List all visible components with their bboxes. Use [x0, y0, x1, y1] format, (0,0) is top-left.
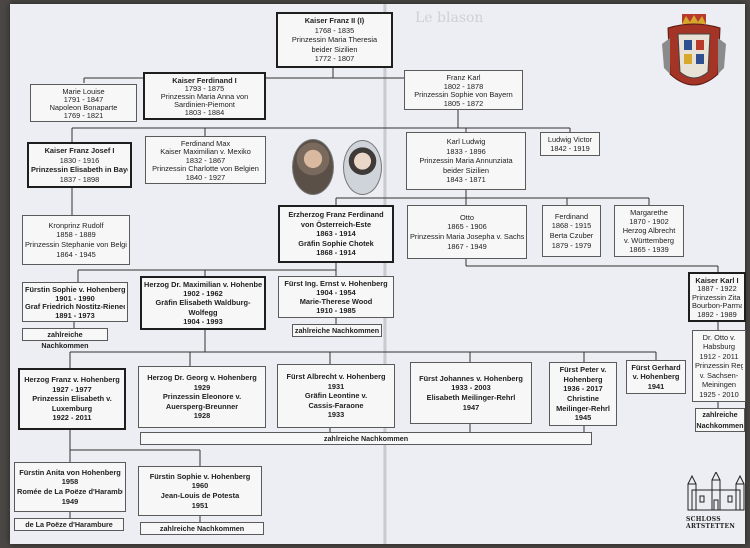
ghost-page-title: Le blason: [415, 10, 484, 26]
tag-otto-descendants: zahlreiche Nachkommen: [695, 408, 745, 432]
castle-artstetten-icon: [687, 472, 745, 511]
box-peter-hohenberg: Fürst Peter v. Hohenberg 1936 - 2017 Chr…: [549, 362, 617, 426]
box-sophie2-hohenberg: Fürstin Sophie v. Hohenberg 1960 Jean-Lo…: [138, 466, 262, 516]
box-kaiser-franz-2: Kaiser Franz II (I) 1768 - 1835 Prinzess…: [276, 12, 393, 68]
tag-ernst-descendants: zahlreiche Nachkommen: [292, 324, 382, 337]
box-sophie-hohenberg: Fürstin Sophie v. Hohenberg 1901 - 1990 …: [22, 282, 128, 322]
box-otto-habsburg: Dr. Otto v. Habsburg 1912 - 2011 Prinzes…: [692, 330, 746, 402]
box-ernst-hohenberg: Fürst Ing. Ernst v. Hohenberg 1904 - 195…: [278, 276, 394, 318]
box-kaiser-karl-1: Kaiser Karl I 1887 - 1922 Prinzessin Zit…: [688, 272, 746, 322]
box-ludwig-victor: Ludwig Victor 1842 - 1919: [540, 132, 600, 156]
box-margarethe: Margarethe 1870 - 1902 Herzog Albrecht v…: [614, 205, 684, 257]
box-johannes-hohenberg: Fürst Johannes v. Hohenberg 1933 - 2003 …: [410, 362, 532, 424]
coat-of-arms-icon: [662, 14, 726, 86]
box-anita-hohenberg: Fürstin Anita von Hohenberg 1958 Romée d…: [14, 462, 126, 512]
box-albrecht-hohenberg: Fürst Albrecht v. Hohenberg 1931 Gräfin …: [277, 364, 395, 428]
tag-harambure: de La Poëze d'Harambure: [14, 518, 124, 531]
box-maximilian-hohenberg: Herzog Dr. Maximilian v. Hohenberg 1902 …: [140, 276, 266, 330]
box-otto: Otto 1865 - 1906 Prinzessin Maria Joseph…: [407, 205, 527, 259]
tag-sophie2-descendants: zahlreiche Nachkommen: [140, 522, 264, 535]
box-franz-ferdinand: Erzherzog Franz Ferdinand von Österreich…: [278, 205, 394, 263]
tag-sophie-descendants: zahlreiche Nachkommen: [22, 328, 108, 350]
box-franz-karl: Franz Karl 1802 - 1878 Prinzessin Sophie…: [404, 70, 523, 110]
box-gerhard-hohenberg: Fürst Gerhard v. Hohenberg 1941: [626, 360, 686, 394]
page-fold: [383, 4, 387, 544]
box-ferdinand-max: Ferdinand Max Kaiser Maximilian v. Mexik…: [145, 136, 266, 184]
portrait-franz-ferdinand: [292, 139, 334, 195]
box-kronprinz-rudolf: Kronprinz Rudolf 1858 - 1889 Prinzessin …: [22, 215, 130, 265]
box-kaiser-franz-josef: Kaiser Franz Josef I 1830 - 1916 Prinzes…: [27, 142, 132, 188]
box-karl-ludwig: Karl Ludwig 1833 - 1896 Prinzessin Maria…: [406, 132, 526, 190]
box-georg-hohenberg: Herzog Dr. Georg v. Hohenberg 1929 Prinz…: [138, 366, 266, 428]
box-ferdinand-czuber: Ferdinand 1868 - 1915 Berta Czuber 1879 …: [542, 205, 601, 257]
tag-gen6-descendants: zahlreiche Nachkommen: [140, 432, 592, 445]
castle-label: SCHLOSS ARTSTETTEN: [686, 516, 736, 530]
box-marie-louise: Marie Louise 1791 - 1847 Napoleon Bonapa…: [30, 84, 137, 122]
portrait-sophie-chotek: [343, 140, 382, 195]
box-kaiser-ferdinand-1: Kaiser Ferdinand I 1793 - 1875 Prinzessi…: [143, 72, 266, 120]
box-franz-hohenberg: Herzog Franz v. Hohenberg 1927 - 1977 Pr…: [18, 368, 126, 430]
